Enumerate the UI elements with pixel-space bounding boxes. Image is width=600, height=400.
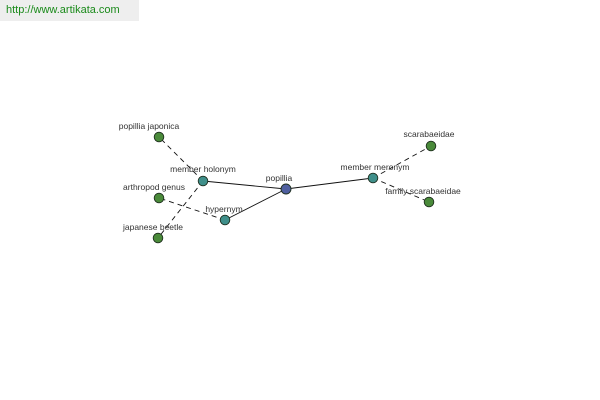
label-popillia-japonica[interactable]: popillia japonica <box>119 121 180 131</box>
node-popillia[interactable] <box>280 183 292 195</box>
label-member-meronym[interactable]: member meronym <box>341 162 410 172</box>
label-popillia[interactable]: popillia <box>266 173 293 183</box>
label-hypernym[interactable]: hypernym <box>205 204 242 214</box>
edge-popillia-member-meronym <box>285 177 374 190</box>
node-hypernym[interactable] <box>219 214 231 226</box>
node-japanese-beetle[interactable] <box>152 232 164 244</box>
edge-popillia-hypernym <box>224 188 287 221</box>
label-arthropod-genus[interactable]: arthropod genus <box>123 182 185 192</box>
source-url[interactable]: http://www.artikata.com <box>0 0 139 21</box>
edge-member-holonym-japanese-beetle <box>157 180 204 239</box>
node-popillia-japonica[interactable] <box>153 131 165 143</box>
edge-member-holonym-popillia-japonica <box>158 136 204 182</box>
label-scarabaeidae[interactable]: scarabaeidae <box>403 129 454 139</box>
labels-layer: popillia member holonym hypernym member mer… <box>119 121 461 232</box>
label-japanese-beetle[interactable]: japanese beetle <box>122 222 183 232</box>
edge-popillia-member-holonym <box>202 180 287 190</box>
edges-layer <box>157 136 432 239</box>
edge-hypernym-arthropod-genus <box>158 197 226 221</box>
node-arthropod-genus[interactable] <box>153 192 165 204</box>
label-family-scarabaeidae[interactable]: family scarabaeidae <box>385 186 461 196</box>
label-member-holonym[interactable]: member holonym <box>170 164 236 174</box>
edge-member-meronym-scarabaeidae <box>372 145 432 179</box>
node-member-holonym[interactable] <box>197 175 209 187</box>
node-scarabaeidae[interactable] <box>425 140 437 152</box>
node-member-meronym[interactable] <box>367 172 379 184</box>
edge-member-meronym-family-scarabaeidae <box>372 177 430 203</box>
nodes-layer <box>152 131 437 244</box>
node-family-scarabaeidae[interactable] <box>423 196 435 208</box>
